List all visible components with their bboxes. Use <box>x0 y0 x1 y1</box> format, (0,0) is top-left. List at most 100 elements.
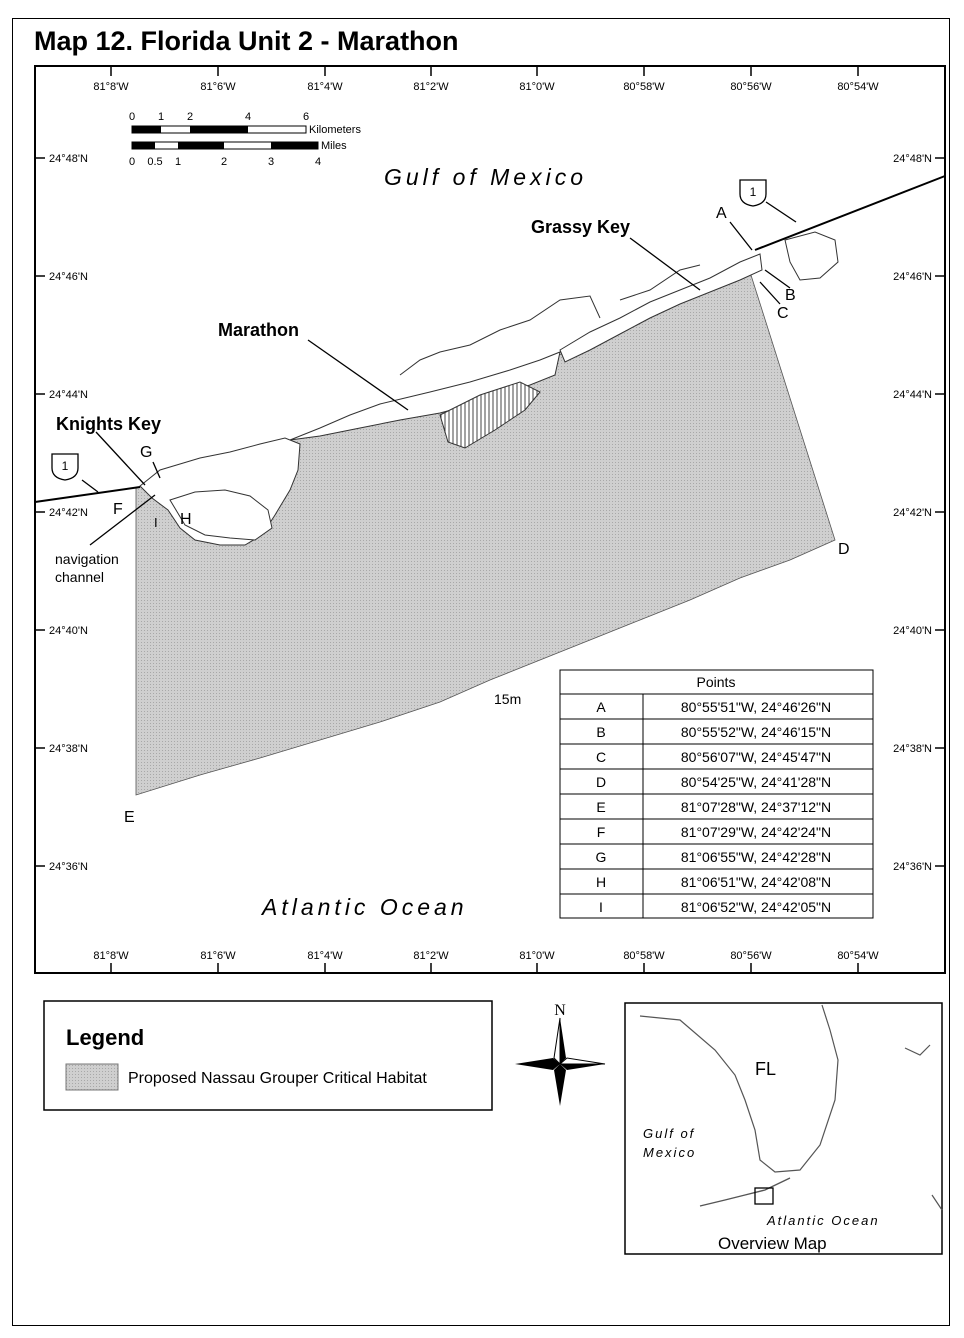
north-label: N <box>554 1002 566 1019</box>
point-label-g: G <box>140 444 152 461</box>
lon-label-top-6: 80°56'W <box>730 81 772 93</box>
keys-chain <box>699 1177 791 1207</box>
highway-west <box>34 486 141 503</box>
scale-mi-0: 0 <box>129 156 135 168</box>
lon-label-top-0: 81°8'W <box>93 81 129 93</box>
scale-km-0: 0 <box>129 111 135 123</box>
gulf-of-mexico-label: Gulf of Mexico <box>384 164 587 190</box>
channel-label: channel <box>55 569 104 585</box>
lon-label-top-1: 81°6'W <box>200 81 236 93</box>
island-north-shoal <box>399 264 701 376</box>
scale-km-unit: Kilometers <box>309 124 361 136</box>
table-row-e-id: E <box>596 799 605 815</box>
lat-label-left-1: 24°46'N <box>49 271 88 283</box>
table-row-h-id: H <box>596 874 606 890</box>
lat-label-right-1: 24°46'N <box>893 271 932 283</box>
scale-mi-unit: Miles <box>321 140 347 152</box>
lon-label-top-3: 81°2'W <box>413 81 449 93</box>
lon-label-top-2: 81°4'W <box>307 81 343 93</box>
table-row-i-coord: 81°06'52"W, 24°42'05"N <box>681 899 831 915</box>
map-title: Map 12. Florida Unit 2 - Marathon <box>34 26 459 56</box>
lat-label-right-2: 24°44'N <box>893 389 932 401</box>
overview-ocean-label: Atlantic Ocean <box>766 1213 880 1228</box>
point-label-b: B <box>785 287 796 304</box>
highway-shield-west: 1 <box>51 453 79 481</box>
lon-label-bottom-5: 80°58'W <box>623 950 665 962</box>
table-row-a-coord: 80°55'51"W, 24°46'26"N <box>681 699 831 715</box>
overview-state-label: FL <box>755 1059 776 1079</box>
lon-label-bottom-2: 81°4'W <box>307 950 343 962</box>
highway-number-east: 1 <box>750 185 757 199</box>
north-arrow: N <box>515 1002 606 1106</box>
lat-label-left-3: 24°42'N <box>49 507 88 519</box>
lon-label-top-4: 81°0'W <box>519 81 555 93</box>
overview-gulf-label-2: Mexico <box>643 1145 696 1160</box>
marathon-label: Marathon <box>218 320 299 340</box>
lon-label-bottom-6: 80°56'W <box>730 950 772 962</box>
scale-km-2: 2 <box>187 111 193 123</box>
lon-label-bottom-3: 81°2'W <box>413 950 449 962</box>
lat-label-right-3: 24°42'N <box>893 507 932 519</box>
lon-label-top-7: 80°54'W <box>837 81 879 93</box>
scale-km-4: 6 <box>303 111 309 123</box>
page-frame <box>12 18 950 1326</box>
legend-swatch <box>65 1063 119 1091</box>
scale-mi-5: 4 <box>315 156 321 168</box>
lat-label-left-2: 24°44'N <box>49 389 88 401</box>
island-marathon <box>289 351 561 441</box>
table-row-h-coord: 81°06'51"W, 24°42'08"N <box>681 874 831 890</box>
points-table-header: Points <box>697 674 736 690</box>
island-h-lagoon <box>169 489 273 541</box>
point-label-c: C <box>777 305 789 322</box>
lat-label-left-6: 24°36'N <box>49 861 88 873</box>
tick-marks <box>35 66 945 973</box>
depth-label: 15m <box>494 691 521 707</box>
overview-gulf-label-1: Gulf of <box>643 1126 695 1141</box>
lat-label-right-4: 24°40'N <box>893 625 932 637</box>
island-hatched-lagoon <box>439 381 541 449</box>
overview-caption: Overview Map <box>718 1234 827 1253</box>
point-label-f: F <box>113 501 123 518</box>
points-table: Points A 80°55'51"W, 24°46'26"N B 80°55'… <box>559 669 874 919</box>
table-row-c-id: C <box>596 749 606 765</box>
lon-label-top-5: 80°58'W <box>623 81 665 93</box>
shield-leader-east <box>765 201 797 223</box>
lat-label-right-5: 24°38'N <box>893 743 932 755</box>
bahamas-outline <box>904 1044 943 1211</box>
table-row-a-id: A <box>596 699 606 715</box>
legend-item-label: Proposed Nassau Grouper Critical Habitat <box>128 1070 427 1087</box>
shield-leader-west <box>81 479 99 493</box>
table-row-c-coord: 80°56'07"W, 24°45'47"N <box>681 749 831 765</box>
scale-km-1: 1 <box>158 111 164 123</box>
highway-shield-east: 1 <box>739 179 767 207</box>
navigation-label: navigation <box>55 551 119 567</box>
table-row-f-id: F <box>597 824 606 840</box>
table-row-b-id: B <box>596 724 605 740</box>
table-row-d-id: D <box>596 774 606 790</box>
lon-label-bottom-0: 81°8'W <box>93 950 129 962</box>
lon-label-bottom-1: 81°6'W <box>200 950 236 962</box>
grassy-key-label: Grassy Key <box>531 217 630 237</box>
knights-key-label: Knights Key <box>56 414 161 434</box>
lon-label-bottom-4: 81°0'W <box>519 950 555 962</box>
table-row-f-coord: 81°07'29"W, 24°42'24"N <box>681 824 831 840</box>
lat-label-left-4: 24°40'N <box>49 625 88 637</box>
scale-mi-1: 0.5 <box>147 156 162 168</box>
highway-number-west: 1 <box>62 459 69 473</box>
table-row-d-coord: 80°54'25"W, 24°41'28"N <box>681 774 831 790</box>
point-label-a: A <box>716 205 727 222</box>
atlantic-ocean-label: Atlantic Ocean <box>260 894 468 920</box>
florida-coastline <box>639 1004 839 1173</box>
lat-label-right-6: 24°36'N <box>893 861 932 873</box>
table-row-b-coord: 80°55'52"W, 24°46'15"N <box>681 724 831 740</box>
point-label-i: I <box>154 515 158 530</box>
scale-mi-4: 3 <box>268 156 274 168</box>
table-row-i-id: I <box>599 899 603 915</box>
legend: Legend Proposed Nassau Grouper Critical … <box>43 1000 493 1111</box>
leader-lines <box>89 221 791 546</box>
scale-bar: 0 1 2 4 6 Kilometers Miles 0 0.5 1 2 3 4 <box>129 111 362 168</box>
lon-label-bottom-7: 80°54'W <box>837 950 879 962</box>
lat-label-left-0: 24°48'N <box>49 153 88 165</box>
